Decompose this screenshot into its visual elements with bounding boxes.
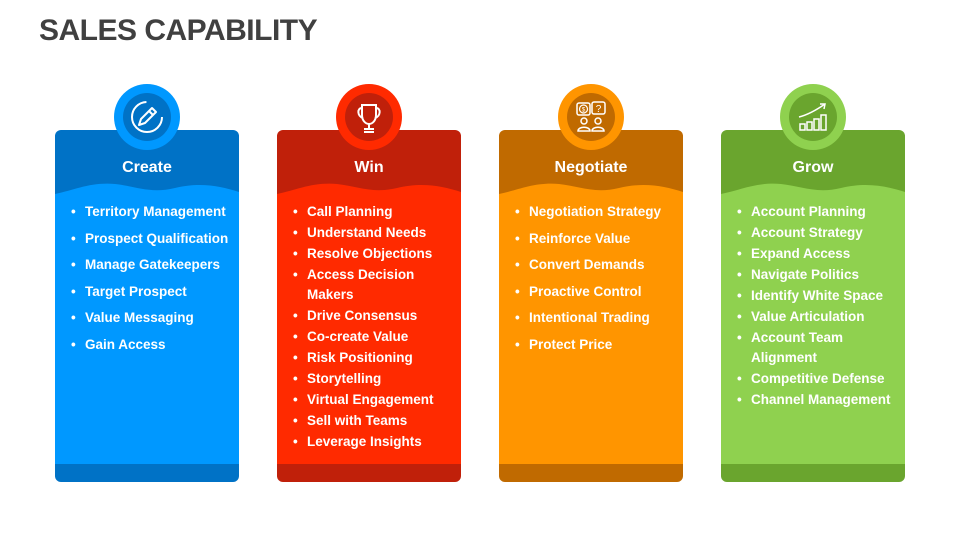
list-item: Channel Management bbox=[737, 390, 905, 410]
svg-text:$: $ bbox=[582, 108, 586, 114]
wave-divider bbox=[721, 183, 905, 202]
list-item: Negotiation Strategy bbox=[515, 202, 661, 222]
list-item: Competitive Defense bbox=[737, 369, 905, 389]
list-item: Value Articulation bbox=[737, 307, 905, 327]
grow-badge bbox=[780, 84, 846, 150]
svg-text:?: ? bbox=[596, 104, 602, 115]
list-item: Value Messaging bbox=[71, 308, 228, 328]
list-item: Protect Price bbox=[515, 335, 661, 355]
list-item: Virtual Engagement bbox=[293, 390, 461, 410]
list-item: Leverage Insights bbox=[293, 432, 461, 452]
win-badge bbox=[336, 84, 402, 150]
list-item: Identify White Space bbox=[737, 286, 905, 306]
card-footer bbox=[721, 464, 905, 482]
list-item: Sell with Teams bbox=[293, 411, 461, 431]
growth-chart-icon bbox=[798, 103, 827, 131]
wave-divider bbox=[55, 183, 239, 202]
capability-list: Territory ManagementProspect Qualificati… bbox=[69, 202, 228, 361]
card-title: Create bbox=[122, 159, 172, 176]
list-item: Proactive Control bbox=[515, 282, 661, 302]
page-title: SALES CAPABILITY bbox=[39, 14, 318, 47]
list-item: Reinforce Value bbox=[515, 229, 661, 249]
list-item: Drive Consensus bbox=[293, 306, 461, 326]
card-win: WinCall PlanningUnderstand NeedsResolve … bbox=[277, 130, 461, 482]
list-item: Prospect Qualification bbox=[71, 229, 228, 249]
card-create: CreateTerritory ManagementProspect Quali… bbox=[55, 130, 239, 482]
list-item: Access Decision Makers bbox=[293, 265, 461, 304]
list-item: Manage Gatekeepers bbox=[71, 255, 228, 275]
create-badge bbox=[114, 84, 180, 150]
list-item: Target Prospect bbox=[71, 282, 228, 302]
list-item: Account Team Alignment bbox=[737, 328, 905, 367]
card-title: Grow bbox=[792, 159, 834, 176]
negotiate-badge: $? bbox=[558, 84, 624, 150]
list-item: Call Planning bbox=[293, 202, 461, 222]
card-footer bbox=[499, 464, 683, 482]
list-item: Account Planning bbox=[737, 202, 905, 222]
list-item: Intentional Trading bbox=[515, 308, 661, 328]
list-item: Expand Access bbox=[737, 244, 905, 264]
list-item: Resolve Objections bbox=[293, 244, 461, 264]
list-item: Gain Access bbox=[71, 335, 228, 355]
negotiation-icon: $? bbox=[576, 101, 606, 132]
list-item: Territory Management bbox=[71, 202, 228, 222]
capability-list: Account PlanningAccount StrategyExpand A… bbox=[735, 202, 905, 411]
list-item: Co-create Value bbox=[293, 327, 461, 347]
list-item: Convert Demands bbox=[515, 255, 661, 275]
capability-list: Negotiation StrategyReinforce ValueConve… bbox=[513, 202, 661, 361]
card-title: Win bbox=[354, 159, 384, 176]
list-item: Storytelling bbox=[293, 369, 461, 389]
pencil-icon bbox=[131, 101, 163, 133]
list-item: Understand Needs bbox=[293, 223, 461, 243]
wave-divider bbox=[277, 183, 461, 202]
card-negotiate: NegotiateNegotiation StrategyReinforce V… bbox=[499, 130, 683, 482]
list-item: Risk Positioning bbox=[293, 348, 461, 368]
wave-divider bbox=[499, 183, 683, 202]
list-item: Account Strategy bbox=[737, 223, 905, 243]
card-title: Negotiate bbox=[554, 159, 628, 176]
list-item: Navigate Politics bbox=[737, 265, 905, 285]
card-footer bbox=[277, 464, 461, 482]
card-footer bbox=[55, 464, 239, 482]
trophy-icon bbox=[357, 104, 381, 133]
card-grow: GrowAccount PlanningAccount StrategyExpa… bbox=[721, 130, 905, 482]
capability-list: Call PlanningUnderstand NeedsResolve Obj… bbox=[291, 202, 461, 453]
